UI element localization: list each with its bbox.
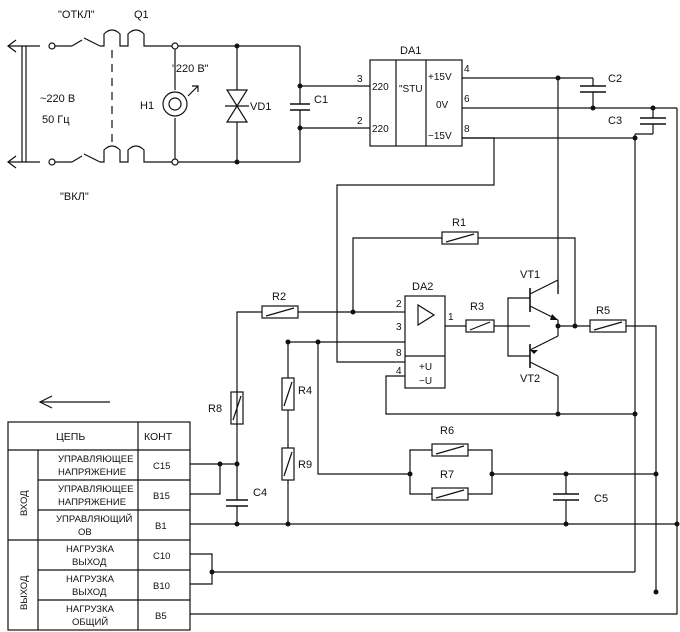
mains-frequency-label: 50 Гц — [42, 114, 70, 126]
mains-voltage-label: ~220 В — [40, 93, 75, 105]
connector-wires — [190, 414, 678, 615]
cap-c2-ref: C2 — [608, 73, 622, 85]
vt1-ref: VT1 — [520, 269, 540, 281]
da2-pin-inv: 2 — [396, 299, 402, 310]
supply-rails — [336, 77, 678, 524]
resistor-r6-r7-cap-c5 — [317, 342, 656, 524]
da1-in-label-1: 220 — [372, 82, 389, 93]
table-row-5-contact: B10 — [153, 581, 170, 592]
table-row-1-contact: C15 — [153, 461, 170, 472]
table-row-5-line1: НАГРУЗКА — [66, 574, 115, 585]
da1-out-zero: 0V — [436, 100, 449, 111]
cap-c4-ref: C4 — [253, 487, 267, 499]
da2-pin-noninv: 3 — [396, 322, 402, 333]
resistor-r8-ref: R8 — [208, 403, 222, 415]
switch-q1 — [55, 29, 172, 163]
lamp-ref: H1 — [140, 100, 154, 112]
table-row-3-line2: ОВ — [78, 527, 92, 538]
table-group-input: ВХОД — [19, 490, 30, 516]
table-row-6-line2: ОБЩИЙ — [72, 616, 108, 628]
table-row-4-line1: НАГРУЗКА — [66, 544, 115, 555]
capacitor-c1 — [290, 46, 370, 162]
resistor-r3 — [465, 319, 530, 333]
resistor-r8-cap-c4 — [226, 391, 248, 524]
mains-input-connector — [7, 39, 56, 169]
table-group-output: ВЫХОД — [19, 575, 30, 610]
opamp-da2 — [288, 295, 635, 415]
table-row-1-line1: УПРАВЛЯЮЩЕЕ — [58, 454, 133, 465]
table-row-2-contact: B15 — [153, 491, 170, 502]
switch-off-label: "ОТКЛ" — [58, 9, 95, 21]
da2-pin-out: 1 — [448, 312, 454, 323]
da1-pin-out3: 8 — [464, 124, 470, 135]
da1-ref: DA1 — [400, 45, 421, 57]
da1-pin-in1: 3 — [357, 74, 363, 85]
da2-vneg-label: −U — [419, 376, 432, 387]
resistor-r6-ref: R6 — [440, 425, 454, 437]
da1-pin-out2: 6 — [464, 94, 470, 105]
resistor-r9-ref: R9 — [298, 459, 312, 471]
lamp-label: "220 В" — [172, 63, 209, 75]
table-row-6-line1: НАГРУЗКА — [66, 604, 115, 615]
cap-c3-ref: C3 — [608, 115, 622, 127]
table-row-2-line1: УПРАВЛЯЮЩЕЕ — [58, 484, 133, 495]
da1-in-label-2: 220 — [372, 124, 389, 135]
lamp-h1 — [162, 42, 199, 166]
resistor-r5 — [589, 319, 657, 592]
connector-table — [7, 421, 191, 631]
da2-ref: DA2 — [412, 281, 433, 293]
resistor-r4-r9 — [281, 342, 295, 524]
table-row-5-line2: ВЫХОД — [72, 587, 107, 598]
da1-out-pos: +15V — [428, 72, 452, 83]
da2-pin-vpos: 8 — [396, 348, 402, 359]
da1-pin-in2: 2 — [357, 116, 363, 127]
da1-out-neg: −15V — [428, 131, 452, 142]
resistor-r3-ref: R3 — [470, 301, 484, 313]
table-row-3-line1: УПРАВЛЯЮЩИЙ — [56, 513, 133, 525]
cap-c5-ref: C5 — [594, 493, 608, 505]
table-row-6-contact: B5 — [155, 611, 167, 622]
power-supply-da1 — [369, 59, 463, 147]
direction-arrow — [38, 395, 110, 409]
vt2-ref: VT2 — [520, 373, 540, 385]
varistor-vd1 — [178, 45, 300, 163]
resistor-r1 — [352, 231, 576, 326]
da2-pin-vneg: 4 — [396, 366, 402, 377]
switch-on-label: "ВКЛ" — [60, 191, 89, 203]
resistor-r1-ref: R1 — [452, 217, 466, 229]
da1-name: "STU — [399, 84, 423, 95]
varistor-ref: VD1 — [250, 101, 271, 113]
table-row-4-line2: ВЫХОД — [72, 557, 107, 568]
table-header-contact: КОНТ — [144, 431, 173, 443]
resistor-r4-ref: R4 — [298, 385, 312, 397]
table-row-3-contact: B1 — [155, 521, 167, 532]
table-row-1-line2: НАПРЯЖЕНИЕ — [58, 467, 126, 478]
table-row-2-line2: НАПРЯЖЕНИЕ — [58, 497, 126, 508]
transistor-vt1-vt2 — [507, 279, 590, 414]
table-header-circuit: ЦЕПЬ — [56, 431, 85, 443]
resistor-r5-ref: R5 — [596, 305, 610, 317]
da2-vpos-label: +U — [419, 362, 432, 373]
resistor-r7-ref: R7 — [440, 469, 454, 481]
resistor-r2-ref: R2 — [272, 291, 286, 303]
switch-ref: Q1 — [134, 9, 149, 21]
da1-pin-out1: 4 — [464, 64, 470, 75]
table-row-4-contact: C10 — [153, 551, 170, 562]
resistor-r2 — [236, 305, 395, 464]
cap-c1-ref: C1 — [314, 94, 328, 106]
